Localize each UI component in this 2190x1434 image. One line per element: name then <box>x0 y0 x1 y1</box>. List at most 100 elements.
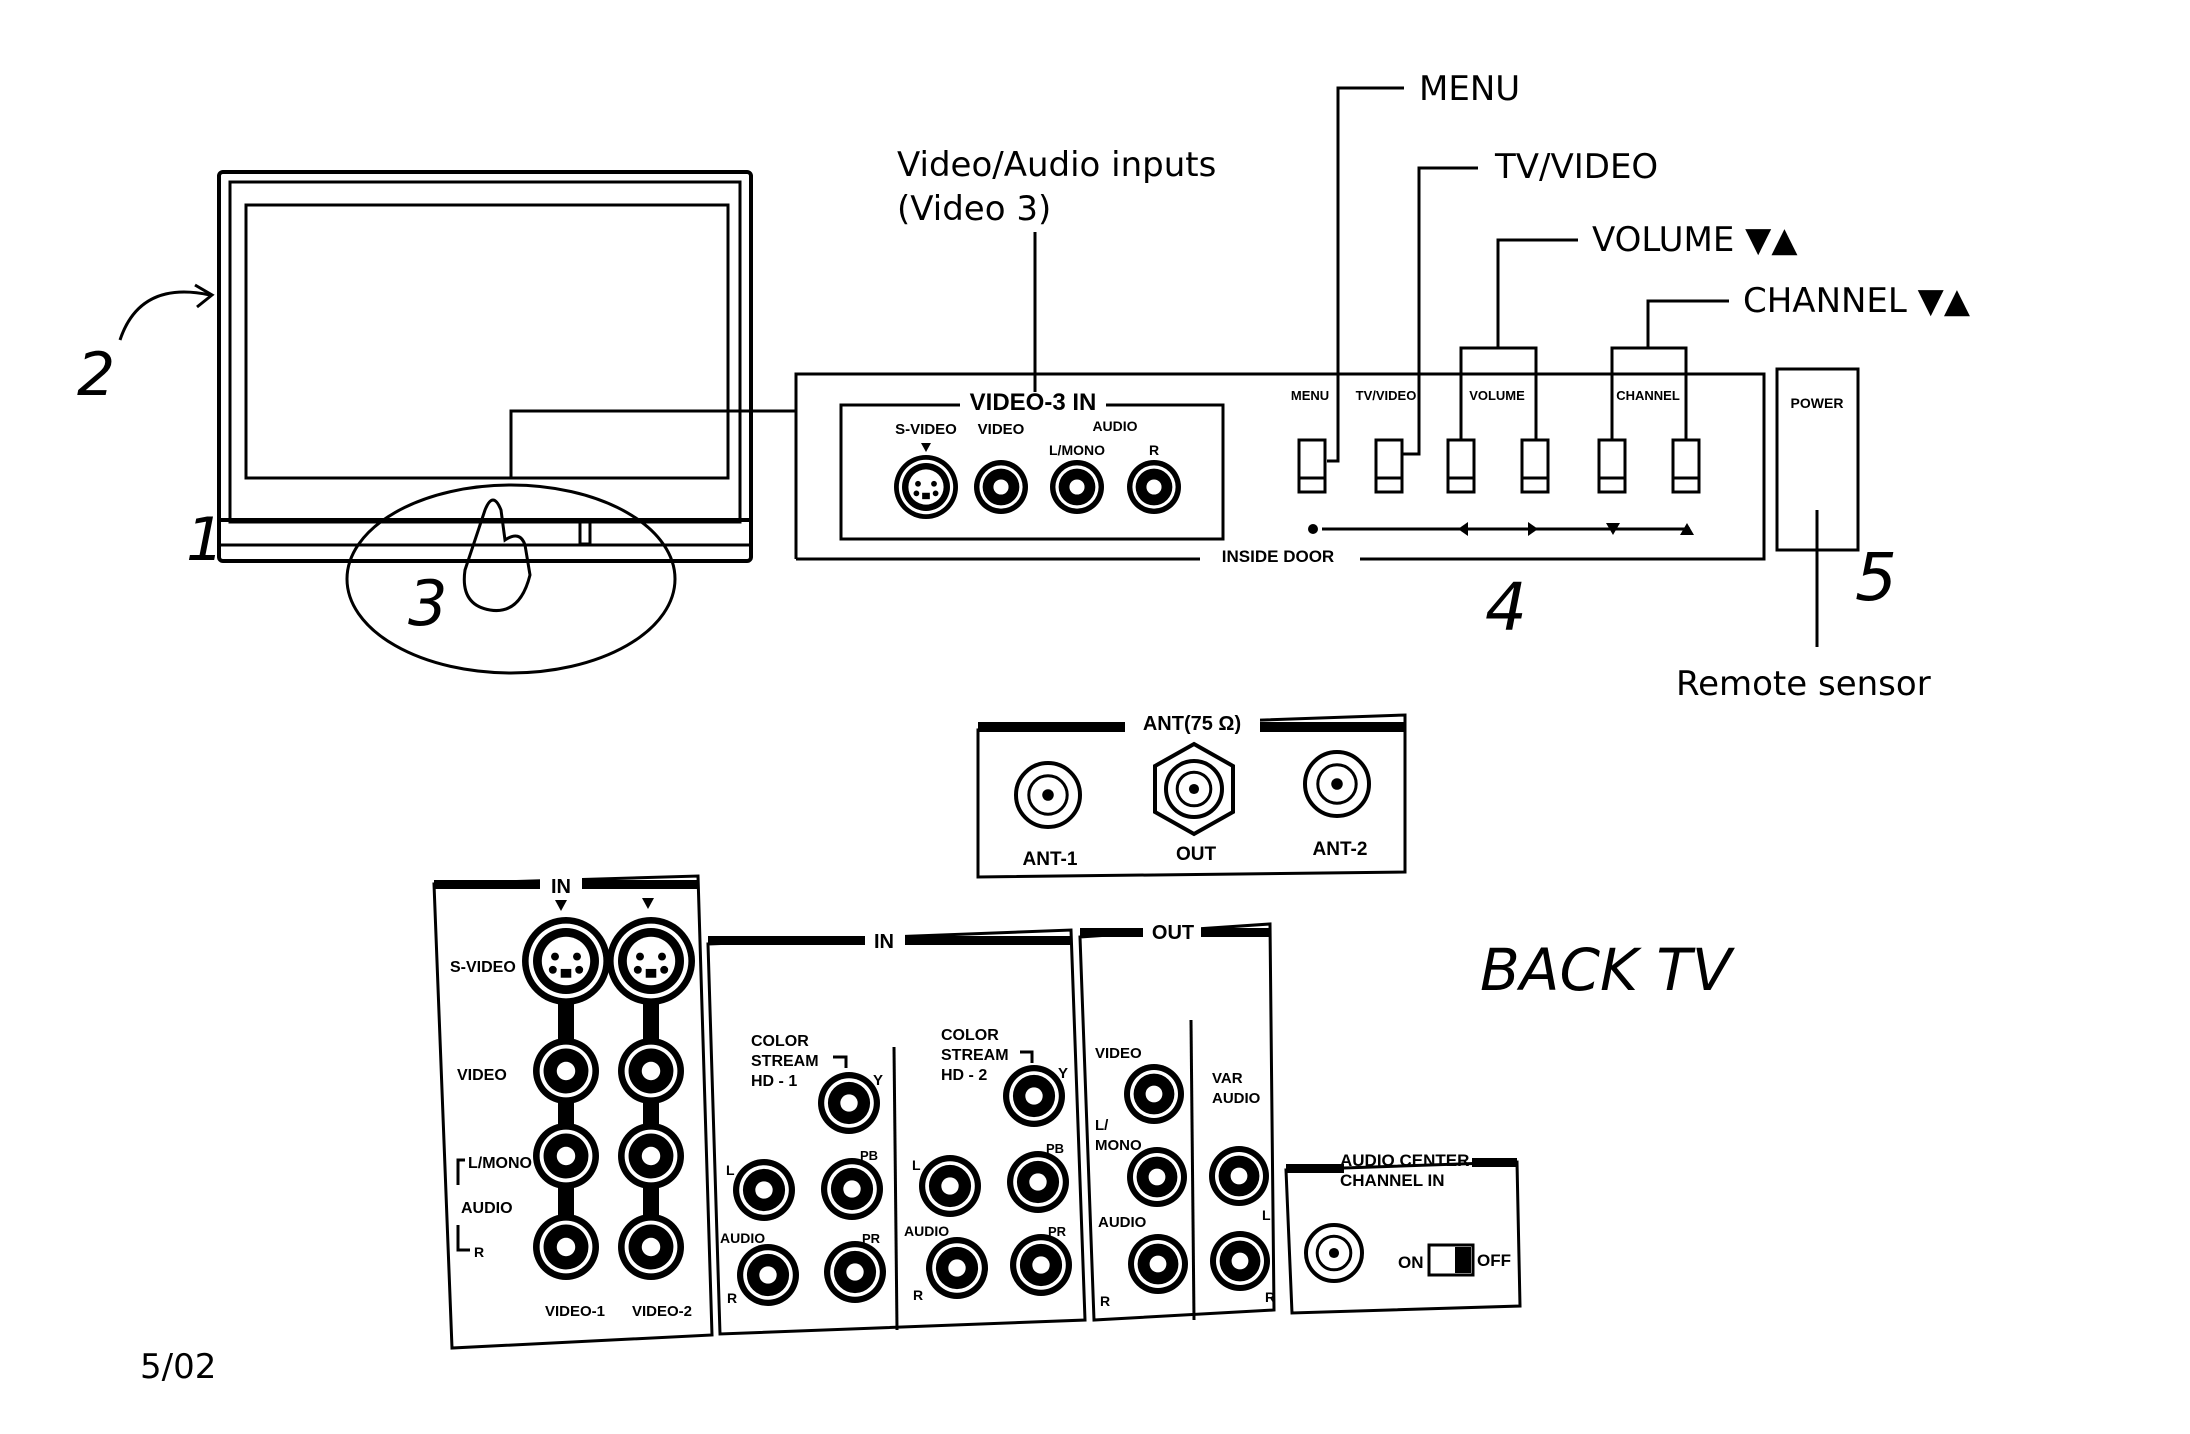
label-2: 2 <box>77 340 115 410</box>
hd1-audio-l-jack[interactable] <box>733 1159 795 1221</box>
hd2-y-jack[interactable] <box>1003 1065 1065 1127</box>
back-tv-label: BACK TV <box>1480 936 1736 1004</box>
menu-callout: MENU <box>1419 69 1520 109</box>
svideo-label: S-VIDEO <box>895 421 957 438</box>
ant1-label: ANT-1 <box>1023 849 1078 870</box>
ant1-jack[interactable] <box>1014 761 1082 829</box>
front-door-highlight <box>345 483 677 675</box>
back-input-panel-2: IN COLOR STREAM HD - 1 COLOR STREAM HD -… <box>706 926 1087 1336</box>
tv-video-button[interactable] <box>1374 438 1404 494</box>
ant-out-jack[interactable] <box>1164 759 1224 819</box>
front-audio-l-jack[interactable] <box>1050 460 1104 514</box>
ant2-label: ANT-2 <box>1313 839 1368 860</box>
in1-video-label: VIDEO <box>457 1067 507 1084</box>
video3-in-title: VIDEO-3 IN <box>970 389 1097 416</box>
hd2-pb-label: PB <box>1046 1141 1064 1156</box>
hd1-audio-r-jack[interactable] <box>737 1244 799 1306</box>
video2-audio-r-jack[interactable] <box>618 1214 684 1280</box>
power-button[interactable]: POWER <box>1791 395 1844 411</box>
hd2-label: HD - 2 <box>941 1067 987 1084</box>
on-off-switch[interactable] <box>1427 1243 1475 1277</box>
video1-video-jack[interactable] <box>533 1038 599 1104</box>
label-1: 1 <box>186 505 224 575</box>
video3-callout: (Video 3) <box>897 189 1051 229</box>
hd2-audio-label: AUDIO <box>904 1223 949 1239</box>
tv-video-button-label: TV/VIDEO <box>1356 388 1417 403</box>
remote-sensor-callout: Remote sensor <box>1676 664 1931 704</box>
var-l-label: L <box>1262 1207 1271 1223</box>
hd2-r-label: R <box>913 1287 923 1303</box>
var-audio-l-jack[interactable] <box>1209 1146 1269 1206</box>
hd1-stream-label: STREAM <box>751 1053 819 1070</box>
power-sensor-box <box>1775 367 1860 552</box>
out-mono-label: MONO <box>1095 1137 1142 1154</box>
in1-lmono-label: L/MONO <box>468 1155 532 1172</box>
lmono-label: L/MONO <box>1049 442 1105 458</box>
video1-audio-l-jack[interactable] <box>533 1123 599 1189</box>
front-audio-r-jack[interactable] <box>1127 460 1181 514</box>
hd2-color-label: COLOR <box>941 1027 999 1044</box>
channel-down-button[interactable] <box>1597 438 1627 494</box>
antenna-panel: ANT(75 Ω) ANT-1 OUT ANT-2 <box>976 708 1407 879</box>
video1-label: VIDEO-1 <box>545 1303 605 1320</box>
audio-center-label: AUDIO CENTER <box>1340 1151 1469 1170</box>
volume-button-label: VOLUME <box>1469 388 1525 403</box>
hd1-y-label: Y <box>873 1072 883 1089</box>
tv-front <box>118 170 796 675</box>
hd2-pb-jack[interactable] <box>1007 1151 1069 1213</box>
audio-center-jack[interactable] <box>1304 1223 1364 1283</box>
var-audio-r-jack[interactable] <box>1210 1231 1270 1291</box>
channel-callout: CHANNEL ▼▲ <box>1743 281 1971 321</box>
front-video-jack[interactable] <box>974 460 1028 514</box>
volume-callout: VOLUME ▼▲ <box>1592 220 1798 260</box>
label-4: 4 <box>1485 569 1527 646</box>
hd1-pr-jack[interactable] <box>824 1241 886 1303</box>
video2-video-jack[interactable] <box>618 1038 684 1104</box>
menu-button-label: MENU <box>1291 388 1329 403</box>
hd2-audio-r-jack[interactable] <box>926 1237 988 1299</box>
label-3: 3 <box>408 567 447 640</box>
hd1-audio-label: AUDIO <box>720 1230 765 1246</box>
in1-title: IN <box>551 876 571 898</box>
front-svideo-jack[interactable] <box>894 455 958 519</box>
video1-svideo-jack[interactable] <box>522 917 610 1005</box>
var-r-label: R <box>1265 1289 1275 1305</box>
volume-down-button[interactable] <box>1446 438 1476 494</box>
r-label: R <box>1149 442 1159 458</box>
channel-up-button[interactable] <box>1671 438 1701 494</box>
var-label: VAR <box>1212 1070 1243 1087</box>
video1-audio-r-jack[interactable] <box>533 1214 599 1280</box>
hd1-pr-label: PR <box>862 1231 881 1246</box>
hd2-pr-jack[interactable] <box>1010 1234 1072 1296</box>
out-video-jack[interactable] <box>1124 1064 1184 1124</box>
out-audio-l-jack[interactable] <box>1127 1147 1187 1207</box>
volume-up-button[interactable] <box>1520 438 1550 494</box>
ant2-jack[interactable] <box>1303 750 1371 818</box>
tv-video-callout: TV/VIDEO <box>1494 147 1658 187</box>
video2-audio-l-jack[interactable] <box>618 1123 684 1189</box>
antenna-title: ANT(75 Ω) <box>1143 713 1241 735</box>
video2-svideo-jack[interactable] <box>607 917 695 1005</box>
hd1-label: HD - 1 <box>751 1073 797 1090</box>
ant-out-hex <box>1153 741 1235 837</box>
out-audio-r-jack[interactable] <box>1128 1234 1188 1294</box>
channel-in-label: CHANNEL IN <box>1340 1171 1445 1190</box>
hd1-y-jack[interactable] <box>818 1072 880 1134</box>
back-output-panel: OUT VIDEO L/ MONO AUDIO R VAR AUDIO L R <box>1078 918 1276 1322</box>
hd2-audio-l-jack[interactable] <box>919 1155 981 1217</box>
audio-label: AUDIO <box>1092 418 1137 434</box>
hd1-pb-jack[interactable] <box>821 1158 883 1220</box>
hand-pointer-icon <box>462 498 532 613</box>
hd1-r-label: R <box>727 1290 737 1306</box>
hd2-pr-label: PR <box>1048 1224 1067 1239</box>
out-audio-label: AUDIO <box>1098 1214 1147 1231</box>
in2-title: IN <box>874 931 894 953</box>
menu-button[interactable] <box>1297 438 1327 494</box>
video2-label: VIDEO-2 <box>632 1303 692 1320</box>
video-label: VIDEO <box>978 421 1025 438</box>
hd1-pb-label: PB <box>860 1148 878 1163</box>
in1-svideo-label: S-VIDEO <box>450 959 516 976</box>
switch-off-label: OFF <box>1477 1251 1511 1270</box>
hd1-l-label: L <box>726 1162 735 1178</box>
